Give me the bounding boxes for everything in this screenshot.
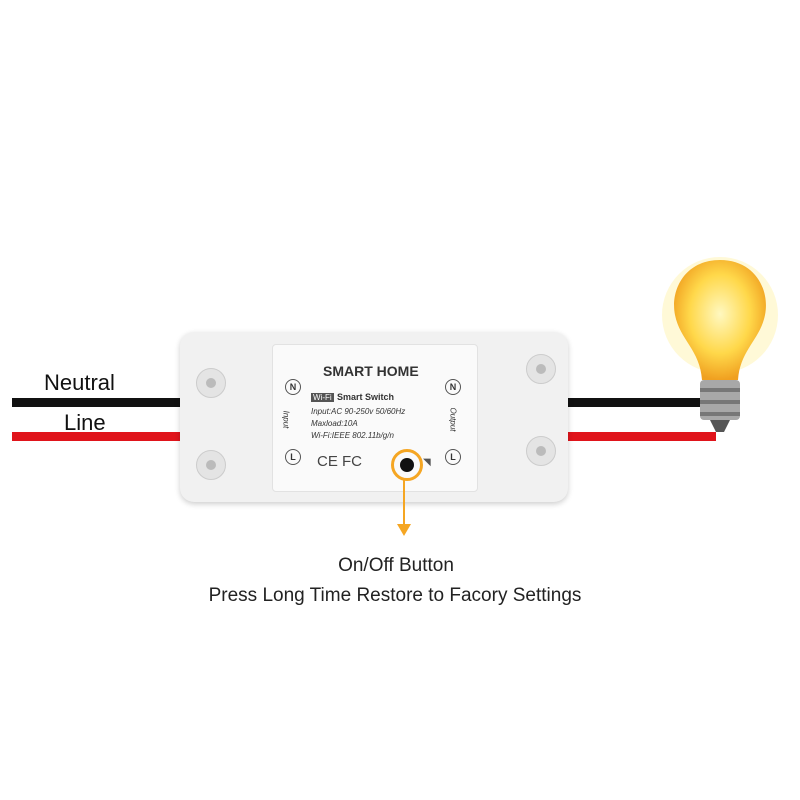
spec-wifi: Wi-Fi:IEEE 802.11b/g/n — [311, 431, 394, 440]
on-off-button[interactable] — [391, 449, 423, 481]
light-bulb-icon — [660, 250, 780, 450]
input-label: Input — [281, 410, 291, 429]
callout-line — [403, 480, 405, 525]
line-wire-left — [12, 432, 182, 441]
callout-description: Press Long Time Restore to Facory Settin… — [208, 585, 582, 606]
screw-icon — [196, 450, 226, 480]
spec-input: Input:AC 90-250v 50/60Hz — [311, 407, 406, 416]
neutral-label: Neutral — [44, 370, 115, 395]
screw-icon — [196, 368, 226, 398]
screw-icon — [526, 354, 556, 384]
output-l-terminal: L — [445, 449, 461, 465]
certification-marks: CE FC — [317, 453, 362, 470]
wifi-icon: ◥ — [423, 457, 431, 468]
brand-name: SMART HOME — [323, 363, 419, 379]
screw-icon — [526, 436, 556, 466]
device-label-panel: SMART HOME Wi-Fi Smart Switch Input:AC 9… — [272, 344, 478, 492]
neutral-wire-left — [12, 398, 182, 407]
line-label: Line — [64, 410, 106, 435]
input-l-terminal: L — [285, 449, 301, 465]
subtitle: Smart Switch — [337, 392, 395, 402]
neutral-wire-right — [566, 398, 716, 407]
callout-title: On/Off Button — [338, 555, 454, 576]
output-label: Output — [448, 407, 458, 432]
output-n-terminal: N — [445, 379, 461, 395]
line-wire-right — [566, 432, 716, 441]
spec-maxload: Maxload:10A — [311, 419, 358, 428]
wifi-badge: Wi-Fi — [311, 393, 334, 402]
input-n-terminal: N — [285, 379, 301, 395]
arrow-down-icon — [397, 524, 411, 536]
